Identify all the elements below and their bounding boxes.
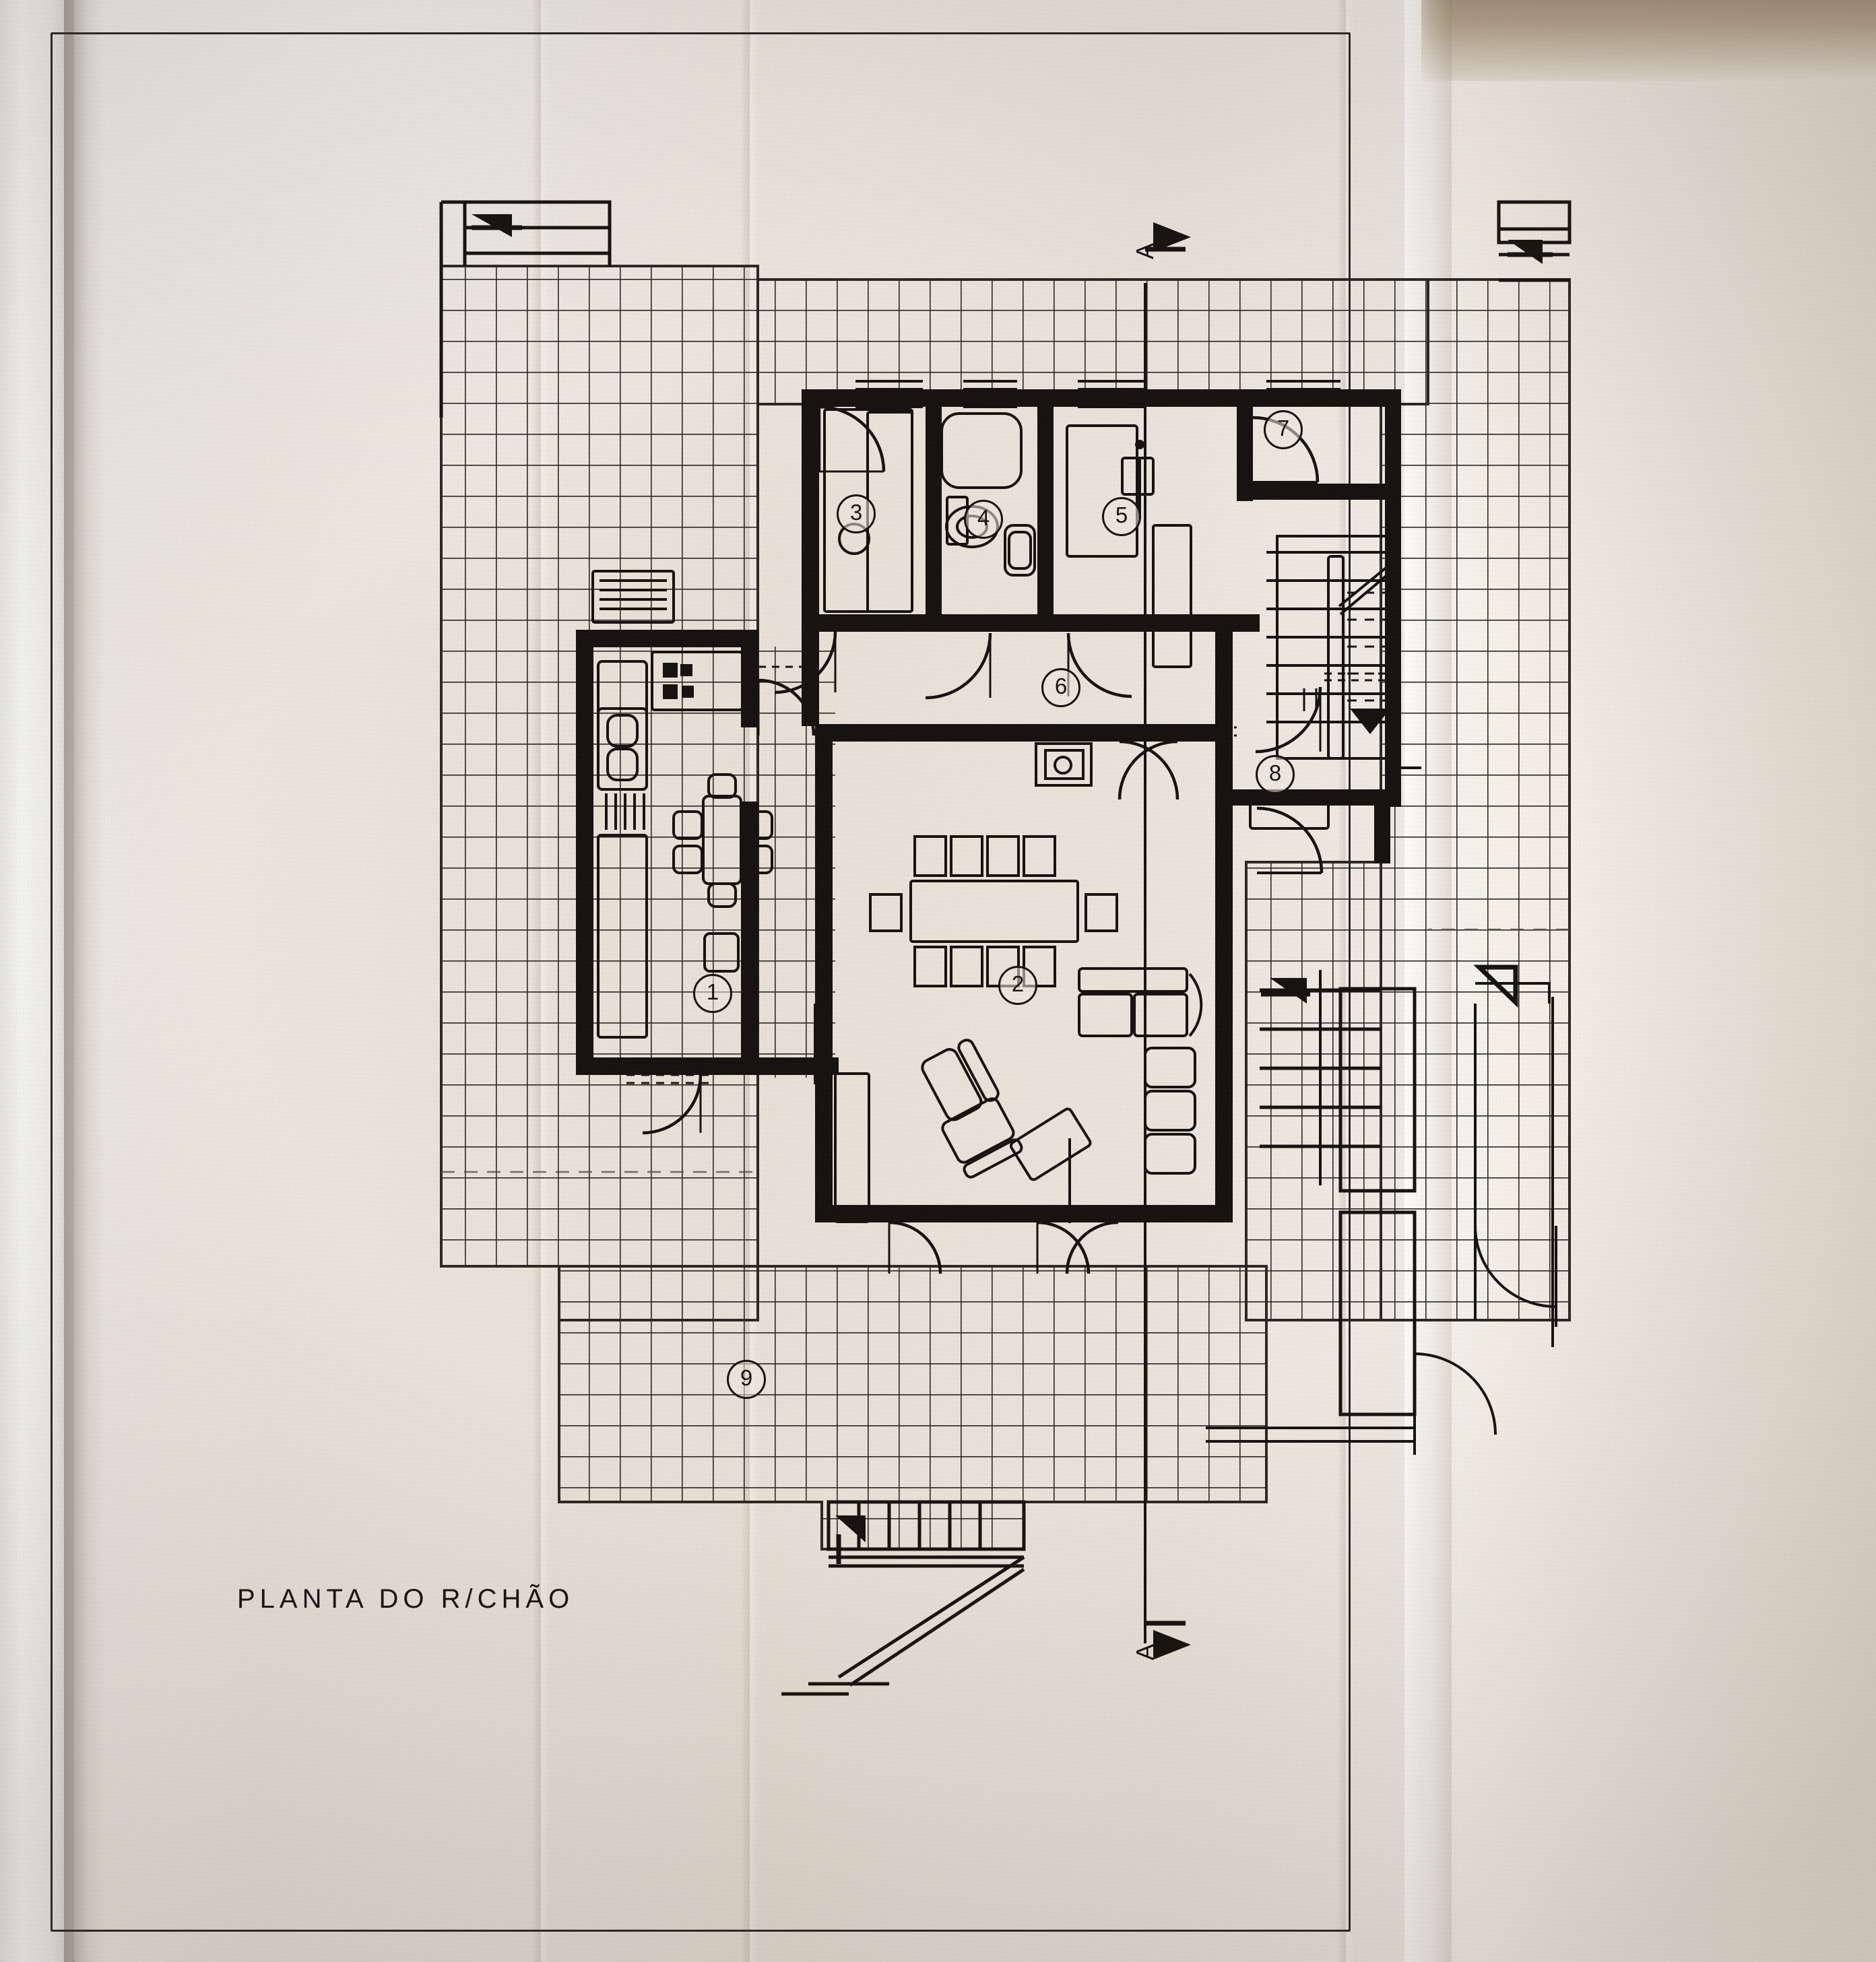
paved-terrace-hatching (440, 265, 1571, 1550)
windows (576, 380, 1421, 1084)
room-marker-7: 7 (1264, 410, 1303, 449)
section-label-a-top: A (1131, 242, 1159, 260)
right-page-overlap (1473, 964, 1554, 1347)
section-line-a (1144, 222, 1191, 1660)
interior-staircase (1266, 535, 1394, 760)
room-marker-9: 9 (727, 1360, 766, 1399)
bedroom-5-fittings (1066, 424, 1192, 668)
construction-lines (441, 928, 1570, 1173)
right-page-top-curl (1408, 0, 1876, 81)
kitchen-fittings (591, 570, 744, 1039)
room-marker-5: 5 (1102, 497, 1141, 536)
breakfast-set (672, 773, 773, 973)
gutter-shadow (64, 0, 104, 1962)
section-label-a-bottom: A (1131, 1643, 1159, 1661)
room-marker-2: 2 (998, 966, 1037, 1005)
bathroom-4-fittings (940, 412, 1036, 577)
plan-caption: PLANTA DO R/CHÃO (237, 1584, 575, 1614)
room-marker-4: 4 (964, 500, 1003, 539)
room-marker-6: 6 (1041, 668, 1080, 707)
room-marker-1: 1 (693, 974, 732, 1013)
furniture (591, 408, 1394, 1223)
terrace-items (1249, 800, 1330, 830)
doors (626, 399, 1557, 1455)
far-left-page (0, 0, 74, 1962)
room-marker-3: 3 (837, 494, 876, 533)
exterior-stairs (439, 200, 1572, 1696)
room-marker-8: 8 (1256, 755, 1295, 794)
